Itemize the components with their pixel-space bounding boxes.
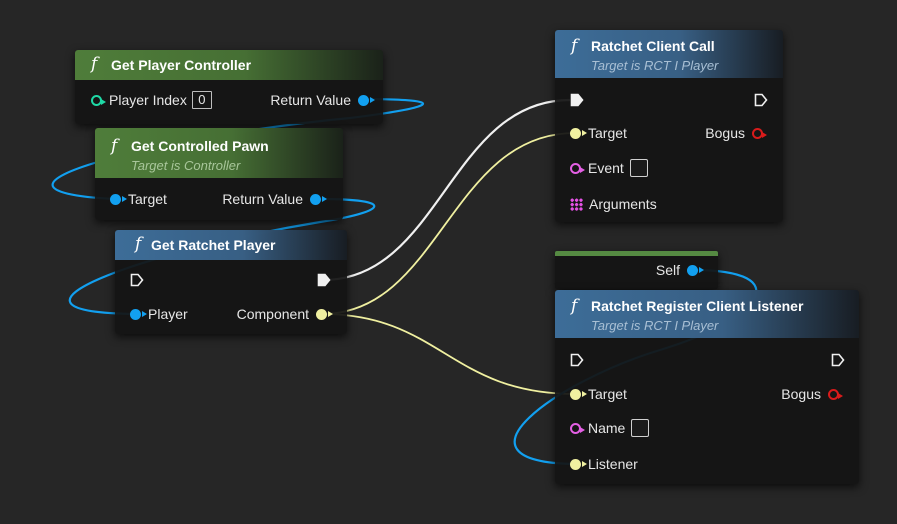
function-icon: f bbox=[571, 36, 578, 56]
pin-row-event: Event bbox=[570, 157, 648, 179]
pin-label: Target bbox=[128, 191, 167, 207]
pin-label: Return Value bbox=[222, 191, 303, 207]
pin-row-listener: Listener bbox=[570, 453, 638, 475]
pin-row-return-value: Return Value bbox=[270, 89, 375, 111]
output-pin-icon[interactable] bbox=[828, 388, 843, 400]
function-icon: f bbox=[135, 234, 142, 254]
node-ratchet-client-call[interactable]: f Ratchet Client Call Target is RCT I Pl… bbox=[555, 30, 783, 222]
pin-row-player: Player bbox=[130, 303, 188, 325]
node-header[interactable]: f Ratchet Register Client Listener Targe… bbox=[555, 290, 859, 338]
pin-row-component: Component bbox=[236, 303, 333, 325]
pin-label: Self bbox=[655, 262, 680, 278]
pin-row-return-value: Return Value bbox=[222, 188, 327, 210]
pin-label: Player Index bbox=[109, 92, 187, 108]
exec-out-pin-icon[interactable] bbox=[317, 273, 331, 287]
name-pin-icon[interactable] bbox=[570, 422, 585, 434]
node-subtitle: Target is Controller bbox=[131, 158, 241, 173]
pin-row-target: Target bbox=[110, 188, 167, 210]
pin-label: Listener bbox=[588, 456, 638, 472]
object-pin-icon[interactable] bbox=[358, 94, 375, 106]
object-pin-icon[interactable] bbox=[310, 193, 327, 205]
pin-label: Name bbox=[588, 420, 626, 436]
pin-label: Arguments bbox=[589, 196, 657, 212]
pin-row-exec-in bbox=[130, 269, 144, 291]
pin-label: Target bbox=[588, 125, 627, 141]
struct-pin-icon[interactable] bbox=[570, 458, 587, 470]
object-pin-icon[interactable] bbox=[687, 264, 704, 276]
pin-row-arguments: Arguments bbox=[570, 193, 657, 215]
node-header[interactable]: f Get Player Controller bbox=[75, 50, 383, 80]
node-get-controlled-pawn[interactable]: f Get Controlled Pawn Target is Controll… bbox=[95, 128, 343, 220]
node-title: Ratchet Register Client Listener bbox=[591, 298, 804, 314]
pin-label: Target bbox=[588, 386, 627, 402]
function-icon: f bbox=[111, 136, 118, 156]
pin-row-target: Target bbox=[570, 122, 627, 144]
output-pin-icon[interactable] bbox=[752, 127, 767, 139]
pin-row-self: Self bbox=[655, 259, 704, 281]
node-get-player-controller[interactable]: f Get Player Controller Player Index 0 R… bbox=[75, 50, 383, 124]
node-self[interactable]: Self bbox=[555, 251, 718, 289]
struct-pin-icon[interactable] bbox=[570, 388, 587, 400]
event-checkbox[interactable] bbox=[629, 159, 648, 177]
pin-row-target: Target bbox=[570, 383, 627, 405]
object-pin-icon[interactable] bbox=[130, 308, 147, 320]
int-pin-icon[interactable] bbox=[91, 94, 106, 106]
node-title: Ratchet Client Call bbox=[591, 38, 715, 54]
object-pin-icon[interactable] bbox=[110, 193, 127, 205]
pin-label: Bogus bbox=[705, 125, 745, 141]
function-icon: f bbox=[91, 54, 98, 74]
node-header[interactable]: f Get Controlled Pawn Target is Controll… bbox=[95, 128, 343, 178]
pin-label: Player bbox=[148, 306, 188, 322]
node-header[interactable]: f Ratchet Client Call Target is RCT I Pl… bbox=[555, 30, 783, 78]
pin-label: Component bbox=[236, 306, 309, 322]
name-checkbox[interactable] bbox=[631, 419, 650, 437]
name-pin-icon[interactable] bbox=[570, 162, 585, 174]
node-header[interactable]: f Get Ratchet Player bbox=[115, 230, 347, 260]
exec-in-pin-icon[interactable] bbox=[130, 273, 144, 287]
wire-component-to-register-target bbox=[321, 313, 576, 395]
node-subtitle: Target is RCT I Player bbox=[591, 318, 719, 333]
pin-row-exec-in bbox=[570, 89, 584, 111]
player-index-input[interactable]: 0 bbox=[191, 91, 212, 109]
pin-row-name: Name bbox=[570, 417, 650, 439]
exec-out-pin-icon[interactable] bbox=[831, 353, 845, 367]
pin-label: Return Value bbox=[270, 92, 351, 108]
node-title: Get Ratchet Player bbox=[151, 237, 276, 253]
node-subtitle: Target is RCT I Player bbox=[591, 58, 719, 73]
node-title: Get Controlled Pawn bbox=[131, 138, 269, 154]
struct-pin-icon[interactable] bbox=[570, 127, 587, 139]
function-icon: f bbox=[571, 296, 578, 316]
array-pin-icon[interactable] bbox=[570, 197, 583, 211]
pin-row-exec-in bbox=[570, 349, 584, 371]
pin-row-exec-out bbox=[317, 269, 331, 291]
pin-row-bogus: Bogus bbox=[781, 383, 843, 405]
pin-row-exec-out bbox=[754, 89, 768, 111]
wire-exec-to-client-call bbox=[322, 98, 571, 282]
node-get-ratchet-player[interactable]: f Get Ratchet Player Player Component bbox=[115, 230, 347, 334]
pin-row-bogus: Bogus bbox=[705, 122, 767, 144]
node-ratchet-register-client-listener[interactable]: f Ratchet Register Client Listener Targe… bbox=[555, 290, 859, 484]
exec-out-pin-icon[interactable] bbox=[754, 93, 768, 107]
node-title: Get Player Controller bbox=[111, 57, 252, 73]
struct-pin-icon[interactable] bbox=[316, 308, 333, 320]
exec-in-pin-icon[interactable] bbox=[570, 93, 584, 107]
pin-label: Event bbox=[588, 160, 624, 176]
exec-in-pin-icon[interactable] bbox=[570, 353, 584, 367]
wire-component-to-client-target bbox=[321, 132, 576, 315]
pin-row-exec-out bbox=[831, 349, 845, 371]
node-self-accent bbox=[555, 251, 718, 256]
pin-label: Bogus bbox=[781, 386, 821, 402]
pin-row-player-index: Player Index 0 bbox=[91, 89, 212, 111]
